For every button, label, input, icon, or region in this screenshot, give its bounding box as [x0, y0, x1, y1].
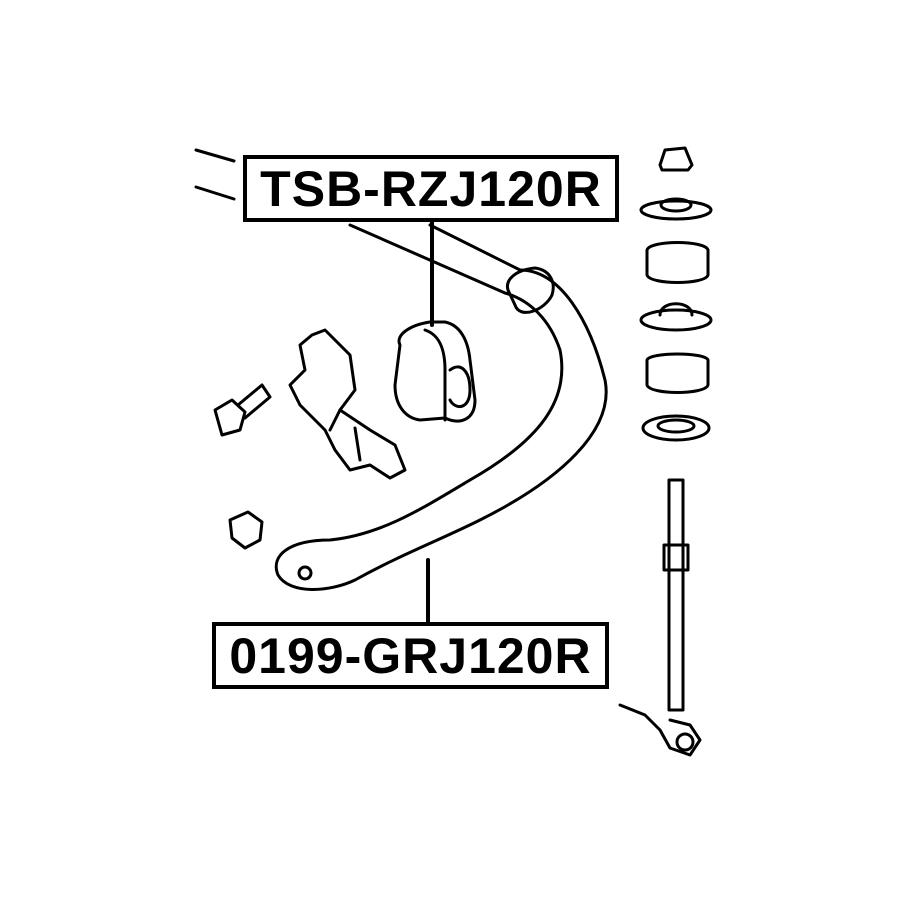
link-kit-drawing: [618, 146, 713, 757]
link-part-number-label: 0199-GRJ120R: [212, 622, 609, 689]
nut-drawing: [228, 510, 264, 550]
bushing-drawing: [393, 320, 477, 423]
stabilizer-bar-drawing: [194, 148, 608, 591]
bracket-drawing: [288, 328, 407, 480]
bushing-part-number-label: TSB-RZJ120R: [243, 155, 619, 222]
bolt-drawing: [213, 383, 272, 437]
